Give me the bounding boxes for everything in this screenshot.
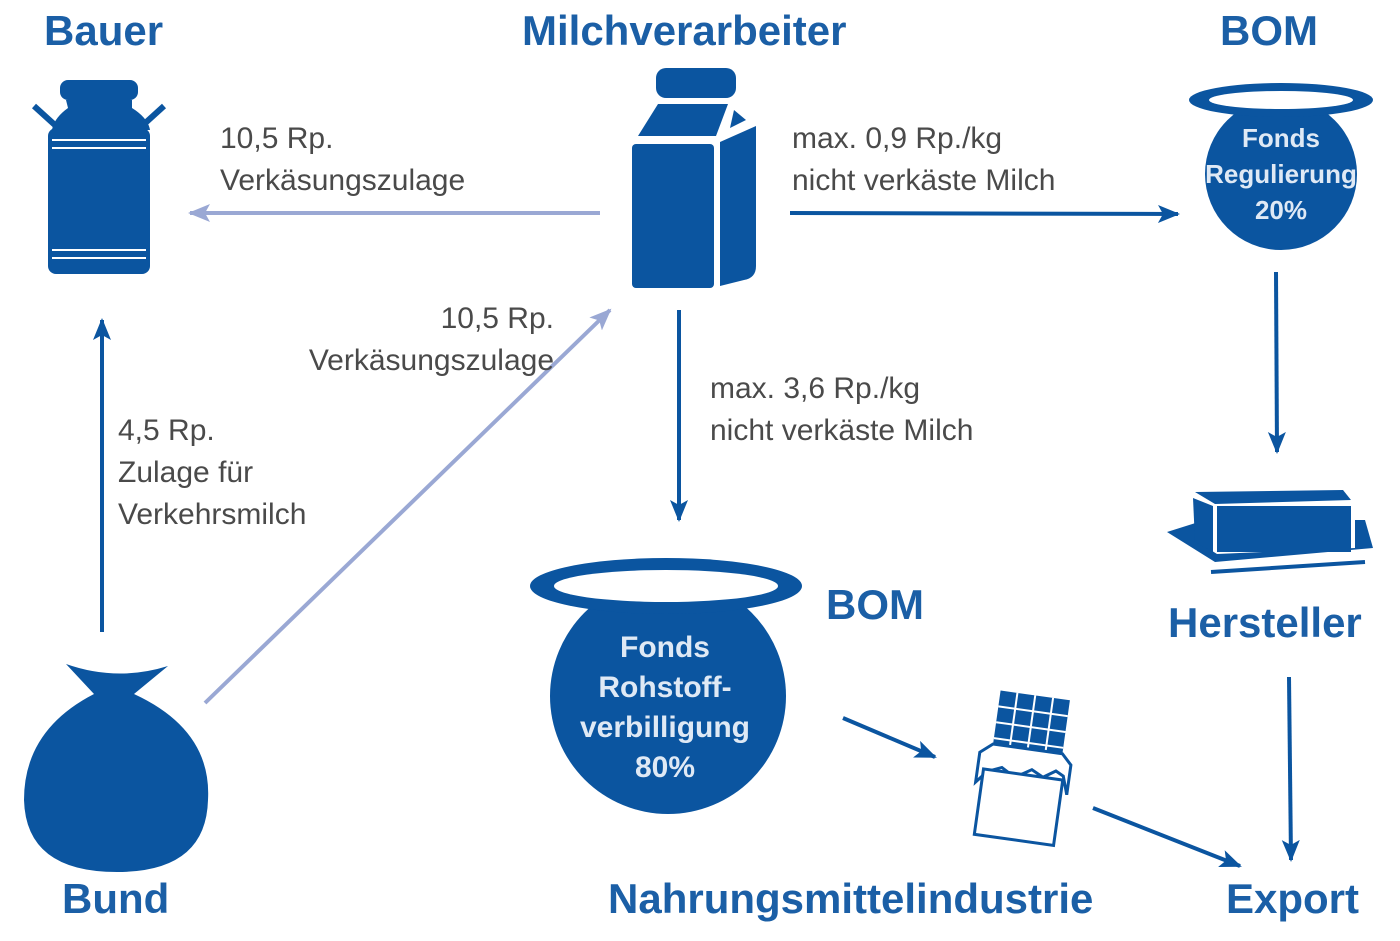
flow-note-description: Verkäsungszulage (308, 344, 554, 377)
chocolate-bar-icon (972, 690, 1073, 848)
arrow-bom-regulierung-to-hersteller (1267, 271, 1286, 454)
money-bag-icon (24, 664, 209, 872)
flow-note-bund-to-milchverarbeiter: 10,5 Rp. Verkäsungszulage (246, 298, 554, 382)
pot-line: 20% (1254, 195, 1308, 225)
flow-note-amount: max. 0,9 Rp./kg (792, 122, 1003, 155)
milk-carton-icon (632, 68, 756, 288)
milk-can-icon (31, 80, 167, 274)
flow-note-milchverarbeiter-to-bom-rohstoff: max. 3,6 Rp./kg nicht verkäste Milch (710, 368, 973, 452)
flow-note-description: Zulage für (118, 456, 254, 489)
node-label-hersteller: Hersteller (1168, 599, 1362, 646)
flow-note-description: nicht verkäste Milch (710, 414, 974, 447)
pot-line: Rohstoff- (598, 671, 732, 704)
flow-note-amount: 4,5 Rp. (118, 414, 215, 447)
pot-line: Fonds (1242, 123, 1320, 153)
arrow-bund-to-milchverarbeiter (203, 308, 612, 705)
butter-icon (1167, 490, 1373, 574)
node-label-bauer: Bauer (44, 7, 164, 54)
arrow-hersteller-to-export (1281, 676, 1300, 862)
flow-note-description: Verkäsungszulage (220, 164, 466, 197)
node-label-milchverarbeiter: Milchverarbeiter (522, 7, 847, 54)
flow-note-amount: 10,5 Rp. (220, 122, 334, 155)
arrow-bom-rohstoff-to-nahrungsmittelindustrie (842, 716, 937, 759)
flow-note-amount: max. 3,6 Rp./kg (710, 372, 921, 405)
pot-icon (1189, 83, 1373, 250)
node-label-bund: Bund (62, 875, 170, 922)
node-label-bom-regulierung: BOM (1220, 7, 1318, 54)
pot-label-rohstoff: Fonds Rohstoff- verbilligung 80% (530, 628, 800, 788)
flow-note-milchverarbeiter-to-bauer: 10,5 Rp. Verkäsungszulage (220, 118, 465, 202)
flow-note-milchverarbeiter-to-bom-regulierung: max. 0,9 Rp./kg nicht verkäste Milch (792, 118, 1055, 202)
pot-line: 80% (634, 751, 696, 784)
pot-icon (530, 558, 802, 814)
pot-line: Regulierung (1205, 159, 1357, 189)
flow-note-description: nicht verkäste Milch (792, 164, 1056, 197)
node-label-nahrungsmittelindustrie: Nahrungsmittelindustrie (608, 875, 1094, 922)
node-label-bom-rohstoff: BOM (826, 581, 924, 628)
flow-note-amount: 10,5 Rp. (440, 302, 554, 335)
flow-note-description: Verkehrsmilch (118, 498, 307, 531)
pot-line: Fonds (620, 631, 710, 664)
flow-note-bund-to-bauer: 4,5 Rp. Zulage für Verkehrsmilch (118, 410, 306, 536)
pot-label-regulierung: Fonds Regulierung 20% (1188, 120, 1374, 228)
pot-line: verbilligung (579, 711, 750, 744)
node-label-export: Export (1226, 875, 1360, 922)
arrow-nahrungsmittelindustrie-to-export (1092, 806, 1242, 868)
arrow-milchverarbeiter-to-bom-regulierung (789, 204, 1180, 223)
